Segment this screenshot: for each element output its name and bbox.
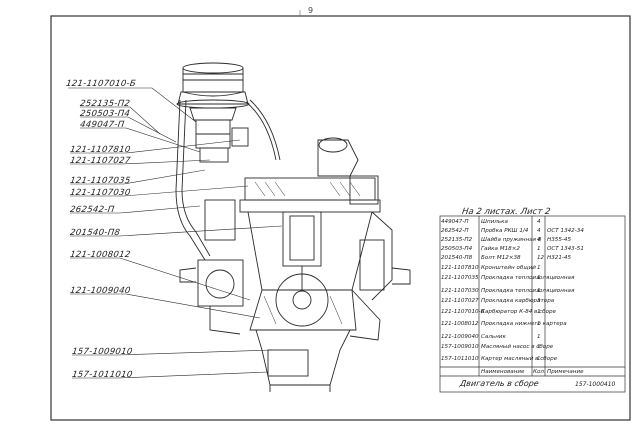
bom-name: Картер масляный в сборе — [481, 356, 558, 362]
bom-part: 121-1008012 — [441, 321, 479, 327]
bom-part: 252135-П2 — [441, 237, 473, 243]
assembly-number: 157-1000410 — [575, 381, 616, 388]
bom-qty: 12 — [537, 255, 545, 261]
bom-name: Кронштейн общий — [481, 265, 536, 271]
callout-oil-seal: 121-1009040 — [69, 286, 132, 296]
bom-part: 121-1107035 — [441, 275, 479, 281]
bom-note: Н321-45 — [547, 255, 572, 261]
bom-qty: 1 — [537, 288, 541, 294]
bom-name: Гайка М18×2 — [481, 246, 520, 252]
bom-header-name: Наименование — [481, 369, 525, 375]
callout-spring-washer: 252135-П2 — [79, 99, 131, 109]
bom-qty: 1 — [537, 334, 541, 340]
bom-name: Сальник — [481, 334, 506, 340]
callout-plug: 262542-П — [69, 205, 116, 215]
bom-qty: 4 — [537, 228, 541, 234]
bom-part: 121-1107027 — [441, 298, 479, 304]
bom-qty: 4 — [537, 237, 541, 243]
bom-name: Прокладка теплоизоляционная — [481, 288, 575, 294]
bom-name: Масляный насос в сборе — [481, 344, 554, 350]
callout-heat-gasket-a: 121-1107035 — [69, 176, 132, 186]
callout-carb-gasket: 121-1107027 — [69, 156, 132, 166]
bom-part: 449047-П — [441, 219, 469, 225]
bom-note: ОСТ 1343-51 — [547, 246, 584, 252]
bom-name: Пробка РКШ 1/4 — [481, 228, 529, 234]
bom-part: 121-1107810 — [441, 265, 479, 271]
bom-qty: 1 — [537, 344, 541, 350]
page-number: 9 — [308, 6, 314, 15]
bom-note: ОСТ 1342-34 — [547, 228, 584, 234]
engine-section-drawing — [175, 62, 411, 392]
bom-name: Прокладка карбюратора — [481, 298, 555, 304]
callout-carburetor: 121-1107010-Б — [65, 79, 137, 89]
bom-part: 250503-П4 — [441, 246, 473, 252]
bom-part: 121-1107010-Б — [441, 309, 485, 315]
bom-header-note: Примечание — [547, 369, 584, 375]
assembly-name: Двигатель в сборе — [459, 379, 540, 388]
callout-oil-pan: 157-1011010 — [71, 370, 134, 380]
callout-heat-gasket-b: 121-1107030 — [69, 188, 132, 198]
bom-name: Прокладка теплоизоляционная — [481, 275, 575, 281]
sheet-title: На 2 листах. Лист 2 — [461, 207, 551, 217]
bom-name: Болт М12×38 — [481, 255, 521, 261]
callout-nut: 250503-П4 — [79, 109, 131, 119]
bom-part: 262542-П — [441, 228, 469, 234]
bom-part: 201540-П8 — [441, 255, 473, 261]
bom-qty: 1 — [537, 321, 541, 327]
bom-name: Прокладка нижнего картера — [481, 321, 567, 327]
bom-qty: 4 — [537, 219, 541, 225]
bom-part: 157-1011010 — [441, 356, 479, 362]
bom-qty: 1 — [537, 246, 541, 252]
bom-name: Шпилька — [481, 219, 508, 225]
bom-qty: 1 — [537, 265, 541, 271]
callout-leaders — [68, 87, 283, 379]
bom-qty: 1 — [537, 309, 541, 315]
bom-table-grid — [439, 215, 626, 393]
bom-part: 157-1009010 — [441, 344, 479, 350]
bom-part: 121-1107030 — [441, 288, 479, 294]
drawing-frame — [50, 15, 631, 421]
bom-qty: 1 — [537, 356, 541, 362]
bom-qty: 3 — [537, 298, 541, 304]
callout-sump-gasket: 121-1008012 — [69, 250, 132, 260]
bom-name: Карбюратор К-84 в сборе — [481, 309, 556, 315]
callout-bracket: 121-1107810 — [69, 145, 132, 155]
callout-bolt: 201540-П8 — [69, 228, 121, 238]
bom-part: 121-1009040 — [441, 334, 479, 340]
bom-name: Шайба пружинная 8 — [481, 237, 542, 243]
callout-oil-pump: 157-1009010 — [71, 347, 134, 357]
bom-header-qty: Кол. — [533, 369, 546, 375]
callout-stud: 449047-П — [79, 120, 126, 130]
bom-note: Н355-45 — [547, 237, 572, 243]
bom-qty: 1 — [537, 275, 541, 281]
